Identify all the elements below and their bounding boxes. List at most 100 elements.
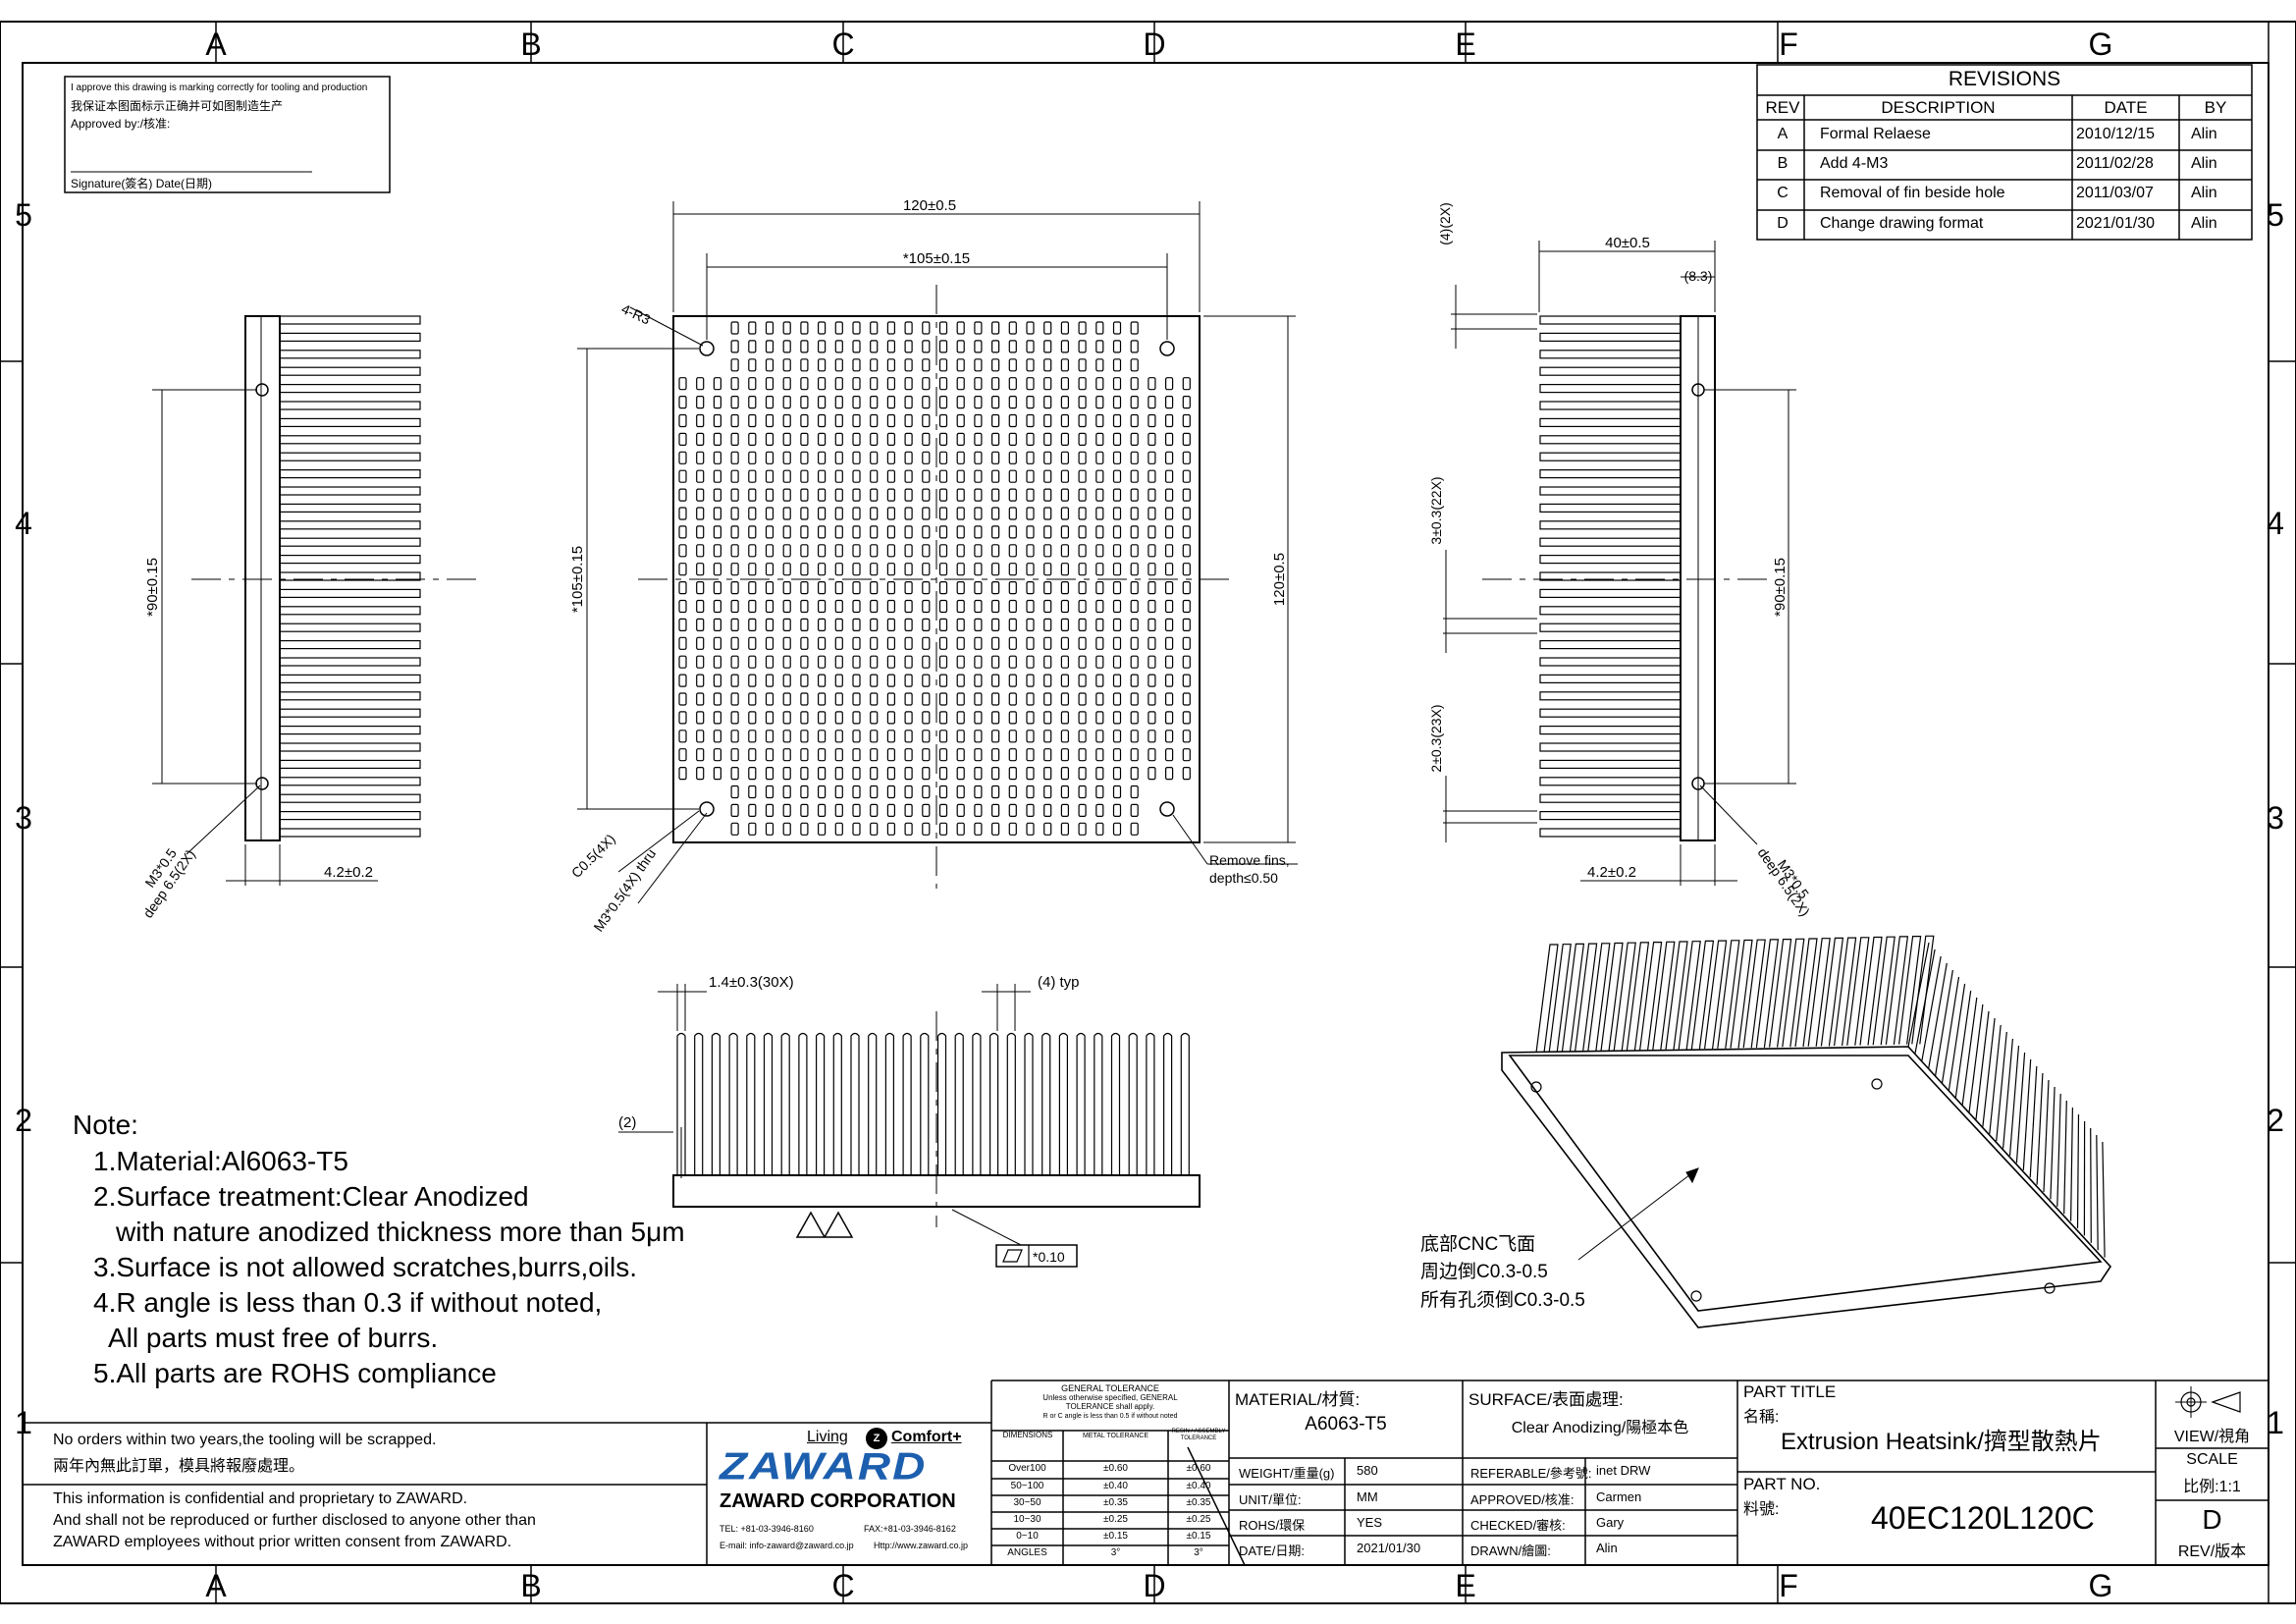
material-label: MATERIAL/材質: bbox=[1235, 1390, 1361, 1409]
surface-value: Clear Anodizing/陽極本色 bbox=[1511, 1420, 1689, 1436]
date-value: 2021/01/30 bbox=[1357, 1541, 1421, 1555]
grid-row-2-left: 2 bbox=[15, 1103, 32, 1138]
iso-note-2: 周边倒C0.3-0.5 bbox=[1420, 1262, 1548, 1282]
revision-date: 2011/02/28 bbox=[2076, 155, 2154, 172]
approved-value: Carmen bbox=[1596, 1489, 1642, 1504]
note-line: 4.R angle is less than 0.3 if without no… bbox=[93, 1287, 603, 1318]
dim-front-radius: 4-R3 bbox=[619, 300, 653, 327]
company-fax: FAX:+81-03-3946-8162 bbox=[864, 1524, 956, 1534]
rev-label: REV/版本 bbox=[2177, 1543, 2247, 1560]
revision-by: Alin bbox=[2191, 215, 2217, 232]
grid-col-B-bottom: B bbox=[520, 1568, 541, 1603]
rohs-value: YES bbox=[1357, 1515, 1383, 1530]
part-title-cn: 名稱: bbox=[1743, 1409, 1780, 1426]
part-no-cn: 料號: bbox=[1743, 1501, 1780, 1518]
note-line: with nature anodized thickness more than… bbox=[116, 1217, 685, 1247]
dim-right-pitch: *90±0.15 bbox=[1772, 558, 1789, 617]
grid-row-4-left: 4 bbox=[15, 506, 32, 541]
unit-value: MM bbox=[1357, 1489, 1378, 1504]
view-label: VIEW/視角 bbox=[2173, 1429, 2251, 1445]
tolerance-resin: ±0.35 bbox=[1186, 1497, 1211, 1508]
dim-right-mid: 3±0.3(22X) bbox=[1428, 476, 1444, 544]
company-web: Http://www.zaward.co.jp bbox=[874, 1541, 969, 1550]
dim-right-base: 4.2±0.2 bbox=[1587, 864, 1636, 881]
tolerance-dim: ANGLES bbox=[1007, 1547, 1047, 1558]
tolerance-metal: ±0.35 bbox=[1103, 1497, 1128, 1508]
dim-bottom-flat: *0.10 bbox=[1033, 1249, 1065, 1265]
inner-frame bbox=[22, 62, 2269, 1566]
tolerance-resin: ±0.15 bbox=[1186, 1531, 1211, 1542]
tooling-warning: No orders within two years,the tooling w… bbox=[53, 1432, 437, 1448]
dim-bottom-fin: 1.4±0.3(30X) bbox=[709, 974, 794, 991]
company-email: E-mail: info-zaward@zaward.co.jp bbox=[720, 1541, 854, 1550]
grid-col-D-bottom: D bbox=[1143, 1568, 1165, 1603]
referable-value: inet DRW bbox=[1596, 1463, 1651, 1478]
grid-col-C-top: C bbox=[831, 27, 854, 62]
tolerance-sub-3: R or C angle is less than 0.5 if without… bbox=[1042, 1413, 1178, 1420]
approval-line-1: I approve this drawing is marking correc… bbox=[71, 82, 368, 93]
slogan-living: Living bbox=[807, 1429, 848, 1445]
checked-value: Gary bbox=[1596, 1515, 1625, 1530]
right-side-view bbox=[1443, 241, 1796, 886]
dim-bottom-two: (2) bbox=[618, 1114, 636, 1131]
column-ticks bbox=[215, 22, 2269, 1603]
approval-line-2: 我保证本图面标示正确并可如图制造生产 bbox=[71, 99, 284, 113]
front-view bbox=[577, 201, 1298, 904]
tolerance-dim: 30~50 bbox=[1013, 1497, 1041, 1508]
tolerance-header-metal: METAL TOLERANCE bbox=[1082, 1433, 1149, 1439]
dim-front-width: 120±0.5 bbox=[903, 197, 956, 214]
revision-rev: A bbox=[1777, 126, 1789, 142]
dim-front-height-pitch: *105±0.15 bbox=[569, 546, 586, 613]
drawn-label: DRAWN/繪圖: bbox=[1470, 1543, 1551, 1558]
grid-row-1-right: 1 bbox=[2267, 1405, 2284, 1440]
scale-value: 比例:1:1 bbox=[2183, 1479, 2241, 1495]
tolerance-resin: ±0.60 bbox=[1186, 1463, 1211, 1474]
tolerance-metal: ±0.40 bbox=[1103, 1481, 1128, 1491]
grid-row-2-right: 2 bbox=[2267, 1103, 2284, 1138]
dim-front-chamfer: C0.5(4X) bbox=[568, 831, 618, 881]
revision-rev: B bbox=[1777, 155, 1789, 172]
dim-right-fin: (8.3) bbox=[1684, 268, 1713, 284]
dim-remove-fins: Remove fins, bbox=[1209, 852, 1290, 868]
referable-label: REFERABLE/參考號: bbox=[1470, 1466, 1592, 1481]
grid-col-B-top: B bbox=[520, 27, 541, 62]
tolerance-dim: 10~30 bbox=[1013, 1514, 1041, 1525]
iso-note-3: 所有孔须倒C0.3-0.5 bbox=[1420, 1290, 1585, 1311]
revisions-table bbox=[1756, 64, 2253, 241]
confidential-2: And shall not be reproduced or further d… bbox=[53, 1512, 536, 1529]
revision-rev: D bbox=[1777, 215, 1789, 232]
outer-frame bbox=[0, 21, 2296, 1604]
tolerance-metal: 3° bbox=[1110, 1547, 1121, 1558]
revision-date: 2010/12/15 bbox=[2076, 126, 2156, 142]
tolerance-title: GENERAL TOLERANCE bbox=[1061, 1383, 1159, 1393]
dim-right-low: 2±0.3(23X) bbox=[1428, 704, 1444, 772]
revisions-title: REVISIONS bbox=[1948, 68, 2061, 90]
grid-col-F-bottom: F bbox=[1779, 1568, 1798, 1603]
weight-value: 580 bbox=[1357, 1463, 1378, 1478]
dim-right-width: 40±0.5 bbox=[1605, 235, 1650, 251]
grid-col-F-top: F bbox=[1779, 27, 1798, 62]
revision-rev: C bbox=[1777, 185, 1789, 201]
tolerance-sub-2: TOLERANCE shall apply. bbox=[1065, 1402, 1155, 1411]
revision-by: Alin bbox=[2191, 185, 2217, 201]
left-side-view bbox=[152, 315, 481, 886]
revisions-header-by: BY bbox=[2204, 98, 2227, 117]
tolerance-metal: ±0.25 bbox=[1103, 1514, 1128, 1525]
revision-by: Alin bbox=[2191, 126, 2217, 142]
slogan-comfort: Comfort+ bbox=[891, 1429, 962, 1445]
grid-row-5-left: 5 bbox=[15, 197, 32, 233]
zaward-logo: ZAWARD bbox=[720, 1443, 928, 1489]
dimension-labels: 120±0.5 *105±0.15 4-R3 *105±0.15 120±0.5… bbox=[139, 197, 1813, 1265]
grid-col-A-bottom: A bbox=[205, 1568, 227, 1603]
revisions-header-rev: REV bbox=[1765, 98, 1800, 117]
note-line: 3.Surface is not allowed scratches,burrs… bbox=[93, 1252, 638, 1282]
part-title-value: Extrusion Heatsink/擠型散熱片 bbox=[1781, 1429, 2102, 1455]
revision-desc: Formal Relaese bbox=[1820, 126, 1931, 142]
rev-value: D bbox=[2202, 1504, 2222, 1535]
part-no-value: 40EC120L120C bbox=[1871, 1500, 2095, 1536]
revision-date: 2011/03/07 bbox=[2076, 185, 2154, 201]
surface-label: SURFACE/表面處理: bbox=[1468, 1390, 1624, 1409]
revisions-header-date: DATE bbox=[2104, 98, 2148, 117]
tolerance-dim: 0~10 bbox=[1016, 1531, 1039, 1542]
